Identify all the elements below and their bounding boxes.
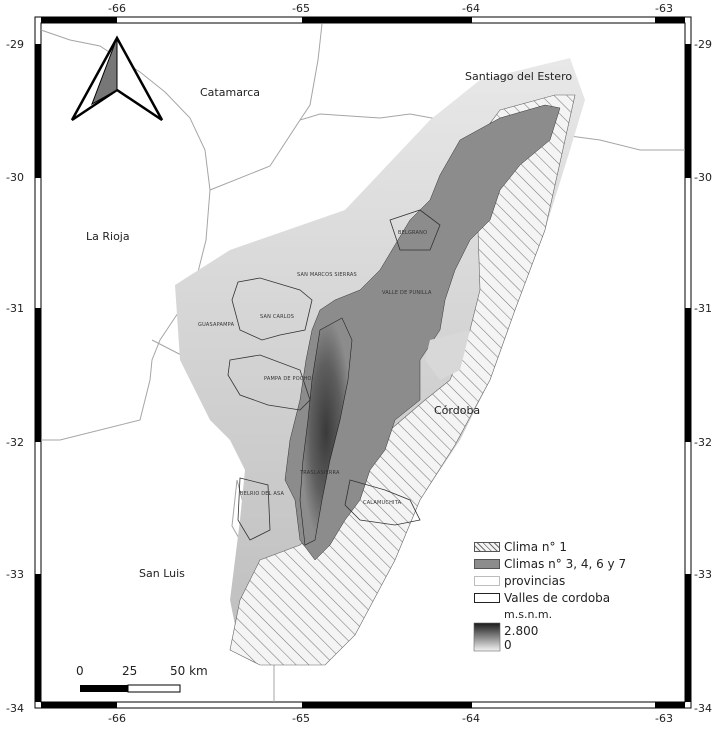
lon-tick-top-3: -64 <box>462 2 480 15</box>
legend-label-climas-3467: Climas n° 3, 4, 6 y 7 <box>504 557 627 571</box>
legend-label-valles: Valles de cordoba <box>504 591 611 605</box>
lon-tick-bottom-1: -66 <box>108 712 126 725</box>
valley-label-san-carlos: SAN CARLOS <box>260 314 295 320</box>
valley-label-calamuchita: CALAMUCHITA <box>363 500 402 506</box>
province-label-la-rioja: La Rioja <box>86 230 130 243</box>
province-label-santiago: Santiago del Estero <box>465 70 573 83</box>
scale-bar-graphic <box>80 684 181 693</box>
valley-outlines <box>227 209 441 541</box>
climate-3467-zone <box>284 104 561 561</box>
lat-tick-right-3: -31 <box>694 302 712 315</box>
north-arrow-icon <box>70 35 164 122</box>
lon-tick-top-1: -66 <box>108 2 126 15</box>
legend-elevation-title: m.s.n.m. <box>504 608 553 621</box>
province-label-san-luis: San Luis <box>139 567 185 580</box>
lat-tick-left-6: -34 <box>6 702 24 715</box>
lon-tick-top-2: -65 <box>292 2 310 15</box>
legend-swatch-hatched <box>474 542 500 552</box>
legend-swatch-gray <box>474 559 500 569</box>
province-label-catamarca: Catamarca <box>200 86 261 99</box>
lat-tick-right-2: -30 <box>694 171 712 184</box>
legend-elevation-max: 2.800 <box>504 624 539 638</box>
lat-tick-left-3: -31 <box>6 302 24 315</box>
climate-1-zone <box>229 94 576 666</box>
lat-tick-right-6: -34 <box>694 702 712 715</box>
valley-label-traslasierra: TRASLASIERRA <box>300 470 340 476</box>
scale-label-0: 0 <box>76 664 84 678</box>
valley-label-pampa-pocho: PAMPA DE POCHO <box>264 376 312 382</box>
valley-label-san-marcos: SAN MARCOS SIERRAS <box>297 272 357 278</box>
lon-tick-bottom-3: -64 <box>462 712 480 725</box>
scale-label-50: 50 km <box>170 664 208 678</box>
cordoba-light-region <box>425 330 470 380</box>
lat-tick-right-4: -32 <box>694 436 712 449</box>
lat-tick-right-5: -33 <box>694 568 712 581</box>
province-label-cordoba: Córdoba <box>434 404 481 417</box>
legend-label-clima-1: Clima n° 1 <box>504 540 567 554</box>
lat-tick-left-5: -33 <box>6 568 24 581</box>
scale-bar: 0 25 50 km <box>76 664 208 694</box>
lon-tick-bottom-4: -63 <box>655 712 673 725</box>
legend-label-provincias: provincias <box>504 574 566 588</box>
lat-tick-left-2: -30 <box>6 171 24 184</box>
elevation-ramp <box>473 622 501 652</box>
lat-tick-left-1: -29 <box>6 38 24 51</box>
legend-swatch-outline <box>474 593 500 603</box>
valley-label-belgrano: BELGRANO <box>398 230 428 236</box>
legend-swatch-white <box>474 576 500 586</box>
frame-graticule-bars <box>35 17 691 708</box>
lat-tick-left-4: -32 <box>6 436 24 449</box>
high-elevation-ridge <box>299 317 353 546</box>
valley-label-guasapampa: GUASAPAMPA <box>198 322 235 328</box>
scale-label-25: 25 <box>122 664 138 678</box>
lat-tick-right-1: -29 <box>694 38 712 51</box>
valley-label-belrio: BELRIO DEL ASA <box>240 491 285 497</box>
lon-tick-top-4: -63 <box>655 2 673 15</box>
lon-tick-bottom-2: -65 <box>292 712 310 725</box>
legend-elevation-min: 0 <box>504 638 512 652</box>
valley-label-punilla: VALLE DE PUNILLA <box>382 290 432 296</box>
